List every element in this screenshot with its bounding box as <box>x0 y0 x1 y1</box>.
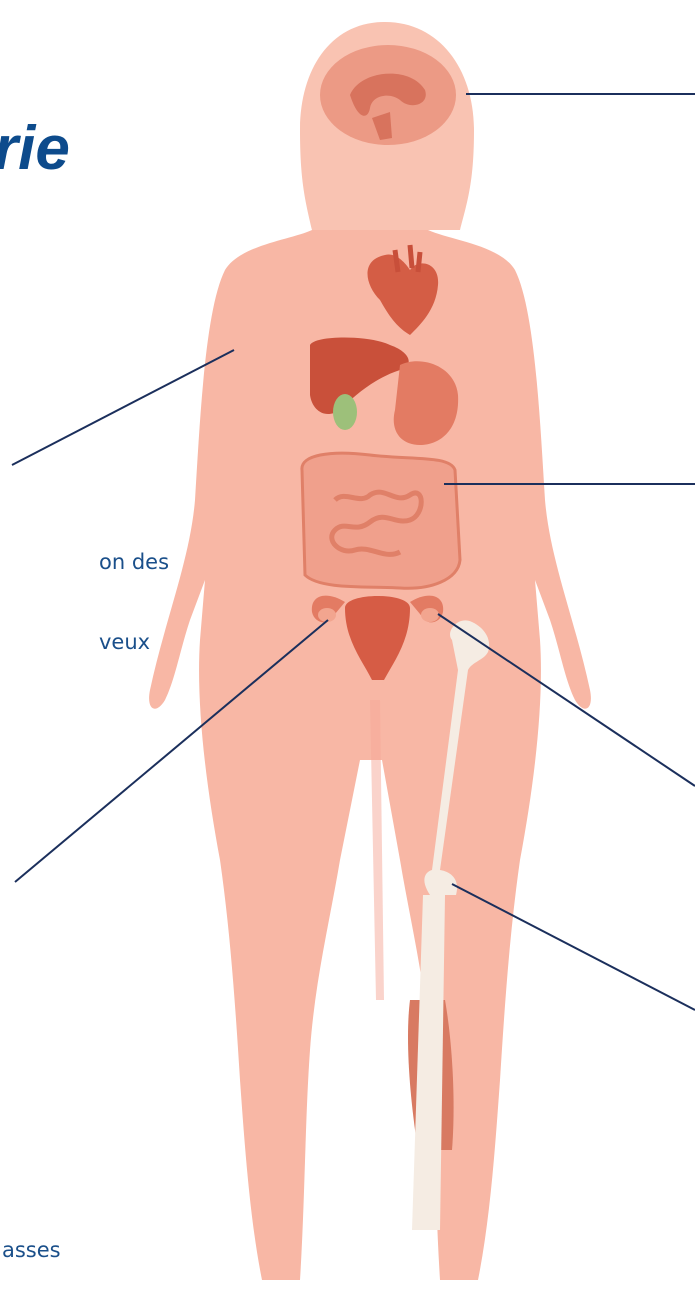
title-fragment: rie <box>0 118 70 180</box>
brain <box>320 45 456 145</box>
text-fragment-1: on des <box>99 552 169 573</box>
intestines <box>302 453 460 588</box>
torso <box>149 230 591 1280</box>
text-fragment-2: veux <box>99 632 150 653</box>
text-fragment-3: asses <box>2 1240 61 1261</box>
